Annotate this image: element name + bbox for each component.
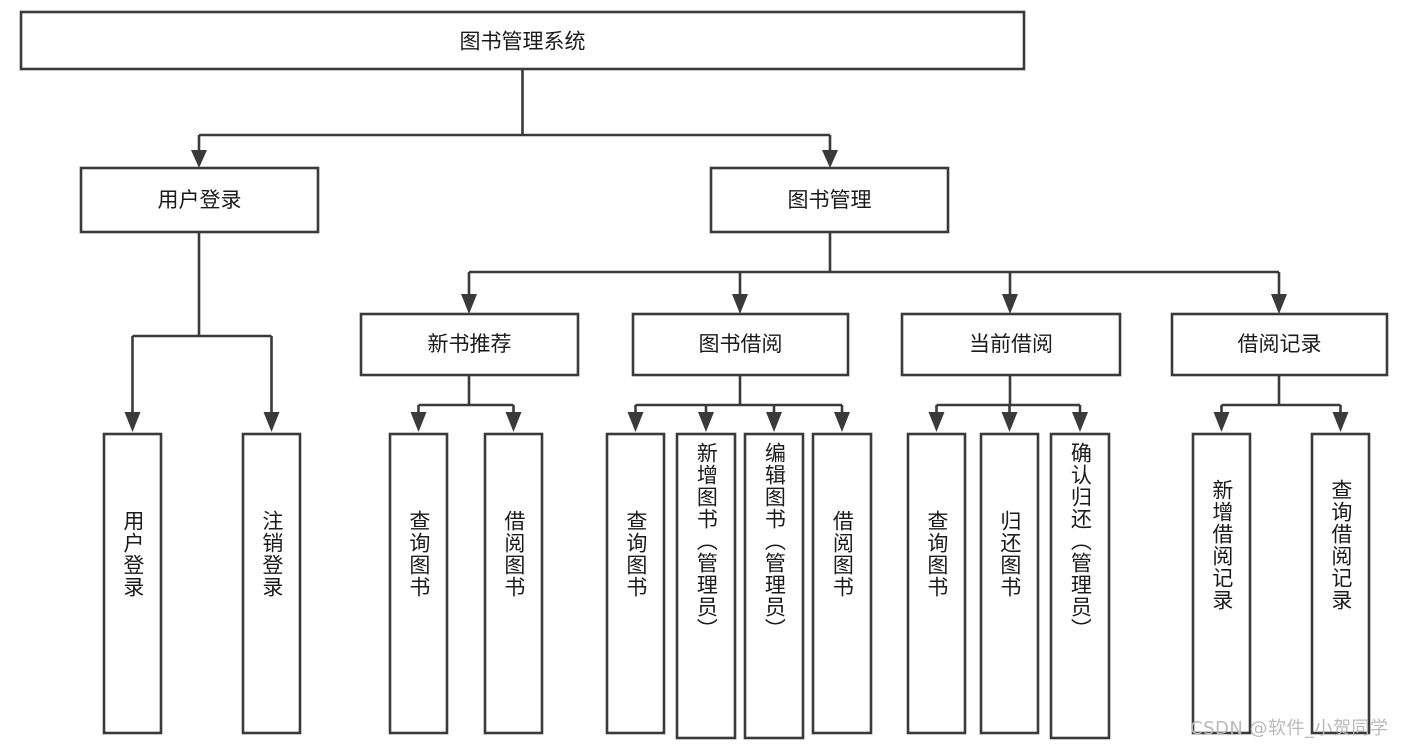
- leaf-query-record[interactable]: 查询借阅记录: [1312, 434, 1369, 733]
- leaf-borrow-book-rec-box[interactable]: [483, 432, 544, 735]
- node-current-borrow[interactable]: 当前借阅: [900, 312, 1122, 377]
- leaf-logout-box[interactable]: [241, 432, 302, 735]
- node-book-borrow[interactable]: 图书借阅: [631, 312, 850, 377]
- leaf-user-login[interactable]: 用户登录: [104, 434, 161, 733]
- connector-current-borrow-to-leaves: [928, 375, 1088, 432]
- leaf-add-record-box[interactable]: [1191, 432, 1252, 735]
- leaf-logout[interactable]: 注销登录: [243, 434, 300, 733]
- csdn-watermark: CSDN @软件_小贺同学: [1190, 718, 1389, 739]
- node-root-label: 图书管理系统: [460, 30, 586, 54]
- arrow-book-borrow: [732, 294, 748, 314]
- arrow-leaf-edit-book: [766, 412, 782, 432]
- leaf-user-login-box[interactable]: [102, 432, 163, 735]
- node-new-book-rec[interactable]: 新书推荐: [359, 312, 580, 377]
- arrow-current-borrow: [1002, 294, 1018, 314]
- arrow-new-book-rec: [461, 294, 477, 314]
- leaf-confirm-return-box[interactable]: [1049, 432, 1111, 740]
- node-current-borrow-box[interactable]: [900, 312, 1122, 377]
- leaf-add-book-label: 新增图书（管理员）: [694, 442, 719, 640]
- connector-root-to-level2: [191, 69, 838, 168]
- node-root-box[interactable]: [19, 10, 1026, 71]
- leaf-query-record-label: 查询借阅记录: [1328, 479, 1353, 611]
- node-book-manage[interactable]: 图书管理: [709, 166, 950, 234]
- node-borrow-record-label: 借阅记录: [1238, 332, 1322, 356]
- node-current-borrow-label: 当前借阅: [969, 332, 1053, 356]
- leaf-borrow-book-rec[interactable]: 借阅图书: [485, 434, 542, 733]
- leaf-borrow-book-bb-box[interactable]: [811, 432, 873, 735]
- arrow-book-manage: [822, 150, 838, 168]
- leaf-query-book-bb-label: 查询图书: [623, 510, 648, 598]
- connector-borrow-record-to-leaves: [1213, 375, 1349, 432]
- leaf-edit-book-label: 编辑图书（管理员）: [762, 442, 787, 640]
- leaf-query-book-bb[interactable]: 查询图书: [607, 434, 664, 733]
- leaf-borrow-book-bb-label: 借阅图书: [830, 510, 855, 598]
- leaf-return-book-box[interactable]: [979, 432, 1040, 735]
- leaf-confirm-return-label: 确认归还（管理员）: [1068, 442, 1093, 640]
- leaf-user-login-label: 用户登录: [120, 510, 145, 598]
- arrow-leaf-logout: [263, 412, 280, 432]
- arrow-leaf-return-book: [1001, 412, 1018, 432]
- node-book-borrow-box[interactable]: [631, 312, 850, 377]
- arrow-leaf-query-book-cb: [928, 412, 945, 432]
- node-borrow-record[interactable]: 借阅记录: [1170, 312, 1389, 377]
- arrow-leaf-query-record: [1332, 412, 1349, 432]
- arrow-leaf-query-book-bb: [627, 412, 644, 432]
- node-user-login[interactable]: 用户登录: [79, 166, 320, 234]
- leaf-confirm-return[interactable]: 确认归还（管理员）: [1051, 434, 1109, 738]
- node-root[interactable]: 图书管理系统: [19, 10, 1026, 71]
- arrow-leaf-user-login: [124, 412, 141, 432]
- node-new-book-rec-label: 新书推荐: [428, 332, 512, 356]
- leaf-return-book-label: 归还图书: [997, 510, 1022, 598]
- connector-book-borrow-to-leaves: [627, 375, 850, 432]
- leaf-boxes: [102, 432, 1371, 740]
- leaf-query-book-bb-box[interactable]: [605, 432, 666, 735]
- leaf-logout-label: 注销登录: [259, 510, 284, 598]
- leaf-query-book-cb[interactable]: 查询图书: [908, 434, 965, 733]
- leaf-edit-book-box[interactable]: [743, 432, 805, 740]
- leaf-return-book[interactable]: 归还图书: [981, 434, 1038, 733]
- leaf-add-book-box[interactable]: [675, 432, 737, 740]
- connector-new-book-rec-to-leaves: [410, 375, 522, 432]
- connector-book-manage-to-level3: [461, 232, 1287, 314]
- leaf-query-book-rec-box[interactable]: [388, 432, 449, 735]
- leaf-query-book-rec[interactable]: 查询图书: [390, 434, 447, 733]
- node-book-manage-box[interactable]: [709, 166, 950, 234]
- leaf-query-record-box[interactable]: [1310, 432, 1371, 735]
- leaf-add-book[interactable]: 新增图书（管理员）: [677, 434, 735, 738]
- arrow-leaf-add-record: [1213, 412, 1230, 432]
- node-book-borrow-label: 图书借阅: [699, 332, 783, 356]
- arrow-leaf-confirm-return: [1072, 412, 1088, 432]
- node-new-book-rec-box[interactable]: [359, 312, 580, 377]
- arrow-user-login: [191, 150, 207, 168]
- connector-user-login-to-leaves: [124, 232, 280, 432]
- leaf-borrow-book-bb[interactable]: 借阅图书: [813, 434, 871, 733]
- leaf-query-book-rec-label: 查询图书: [406, 510, 431, 598]
- leaf-borrow-book-rec-label: 借阅图书: [501, 510, 526, 598]
- leaf-add-record[interactable]: 新增借阅记录: [1193, 434, 1250, 733]
- arrow-borrow-record: [1271, 294, 1287, 314]
- leaf-query-book-cb-label: 查询图书: [924, 510, 949, 598]
- arrow-leaf-borrow-book-rec: [505, 412, 522, 432]
- arrow-leaf-add-book: [698, 412, 714, 432]
- leaf-edit-book[interactable]: 编辑图书（管理员）: [745, 434, 803, 738]
- arrow-leaf-query-book-rec: [410, 412, 427, 432]
- node-book-manage-label: 图书管理: [788, 188, 872, 212]
- leaf-add-record-label: 新增借阅记录: [1209, 479, 1234, 611]
- arrow-leaf-borrow-book-bb: [834, 412, 850, 432]
- node-user-login-box[interactable]: [79, 166, 320, 234]
- node-user-login-label: 用户登录: [158, 188, 242, 212]
- leaf-query-book-cb-box[interactable]: [906, 432, 967, 735]
- node-borrow-record-box[interactable]: [1170, 312, 1389, 377]
